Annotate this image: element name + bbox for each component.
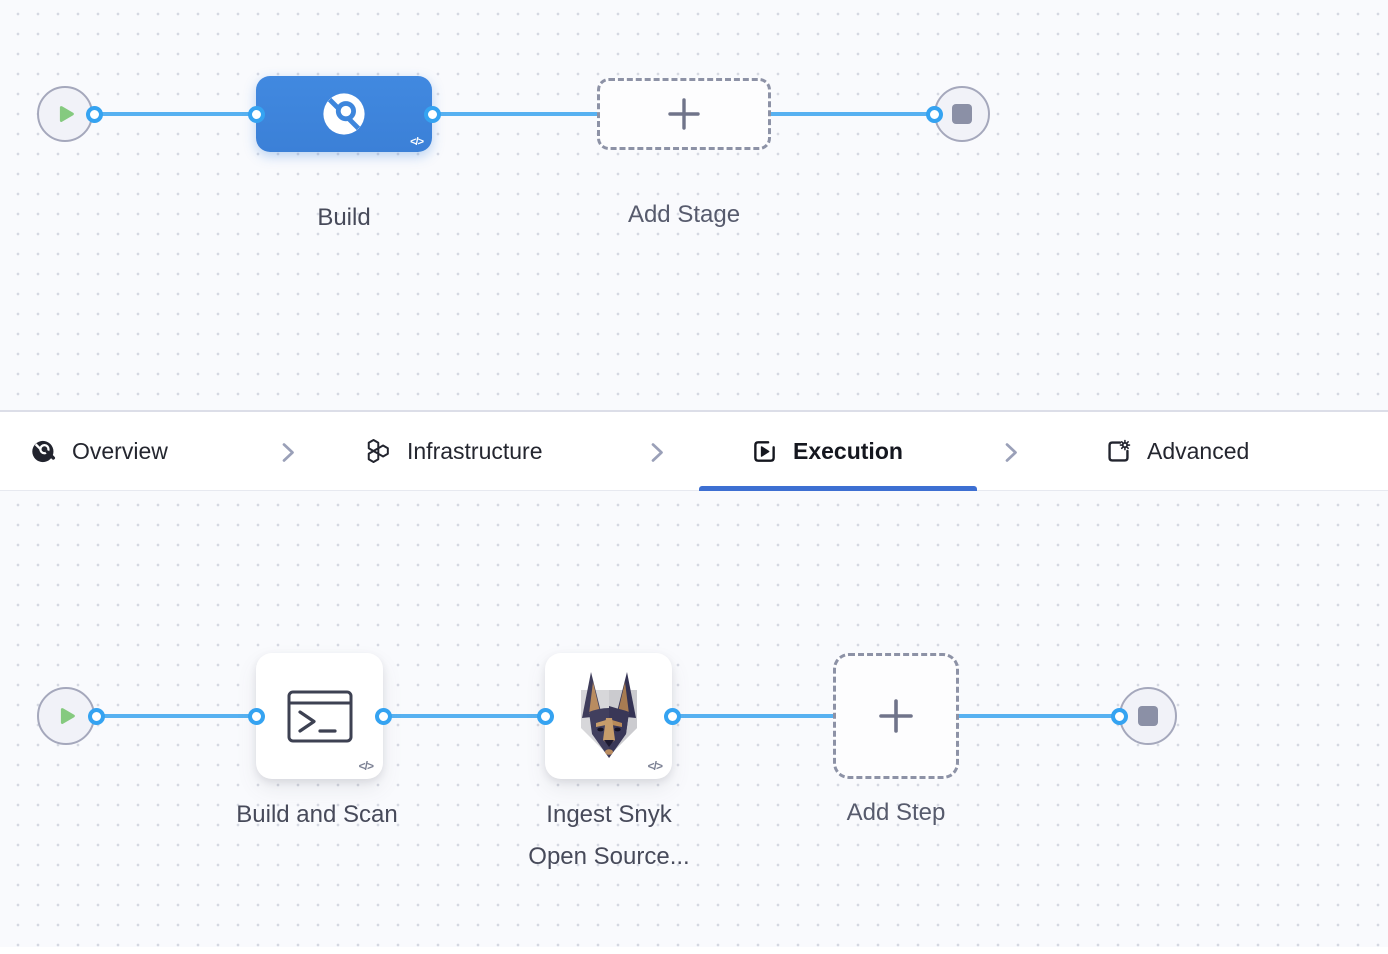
chevron-right-icon <box>1005 443 1017 462</box>
advanced-icon <box>1108 439 1131 462</box>
chevron-right-icon <box>651 443 663 462</box>
add-step-label: Add Step <box>846 799 946 826</box>
ci-stage-icon <box>323 93 365 135</box>
execution-end-node[interactable] <box>1119 687 1177 745</box>
plus-icon <box>668 98 700 130</box>
stop-icon <box>952 104 972 124</box>
tab-overview[interactable]: Overview <box>30 412 168 490</box>
edge-connector-dot[interactable] <box>664 708 681 725</box>
edge-connector-dot[interactable] <box>248 708 265 725</box>
active-tab-underline <box>699 486 977 491</box>
stage-node-build[interactable]: </> <box>256 76 432 152</box>
execution-icon <box>754 440 775 462</box>
tab-execution[interactable]: Execution <box>751 412 903 490</box>
edge-connector-dot[interactable] <box>248 106 265 123</box>
pipeline-end-node[interactable] <box>934 86 990 142</box>
overview-icon <box>32 440 56 462</box>
add-stage-label: Add Stage <box>627 201 741 228</box>
tab-infrastructure[interactable]: Infrastructure <box>365 412 543 490</box>
add-stage-button[interactable] <box>597 78 771 150</box>
edge-connector-dot[interactable] <box>88 708 105 725</box>
stop-icon <box>1138 706 1158 726</box>
tab-advanced[interactable]: Advanced <box>1105 412 1249 490</box>
tab-label: Advanced <box>1147 437 1250 464</box>
edge-connector-dot[interactable] <box>537 708 554 725</box>
plus-icon <box>879 699 913 733</box>
edge-connector-dot[interactable] <box>375 708 392 725</box>
edge-line <box>94 112 934 116</box>
chevron-right-icon <box>282 443 294 462</box>
step-label-build-and-scan: Build and Scan <box>236 801 398 828</box>
tab-label: Overview <box>72 437 168 464</box>
code-view-badge: </> <box>410 136 424 148</box>
edge-connector-dot[interactable] <box>86 106 103 123</box>
tab-label: Infrastructure <box>407 437 543 464</box>
stage-tab-bar: Overview Infrastructure Execution <box>0 410 1388 491</box>
infrastructure-icon <box>367 438 389 463</box>
add-step-button[interactable] <box>833 653 959 779</box>
step-node-build-and-scan[interactable]: </> <box>256 653 383 779</box>
tab-label: Execution <box>793 437 903 464</box>
step-node-ingest-snyk[interactable]: </> <box>545 653 672 779</box>
play-icon <box>59 106 74 122</box>
edge-connector-dot[interactable] <box>1111 708 1128 725</box>
stage-canvas[interactable]: </> Build Add Stage <box>0 0 1388 410</box>
code-view-badge: </> <box>647 759 663 773</box>
bottom-panel-edge <box>0 947 1388 954</box>
code-view-badge: </> <box>358 759 374 773</box>
pipeline-start-node[interactable] <box>37 86 93 142</box>
snyk-doberman-icon <box>580 672 637 758</box>
stage-label-build: Build <box>317 204 371 231</box>
execution-canvas[interactable]: </> </> <box>0 491 1388 947</box>
play-icon <box>60 708 75 724</box>
edge-connector-dot[interactable] <box>424 106 441 123</box>
edge-connector-dot[interactable] <box>926 106 943 123</box>
execution-start-node[interactable] <box>37 687 95 745</box>
run-step-icon <box>287 690 352 742</box>
step-label-ingest-snyk: Ingest Snyk Open Source... <box>528 801 690 870</box>
